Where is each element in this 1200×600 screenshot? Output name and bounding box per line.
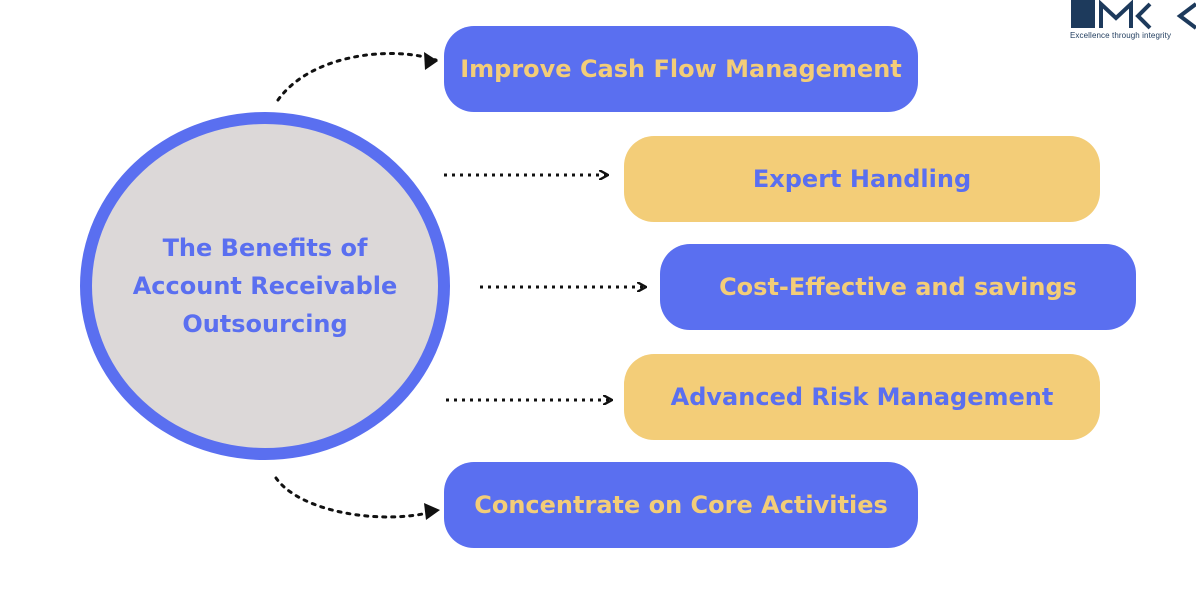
- benefit-cost-effective: Cost-Effective and savings: [660, 244, 1136, 330]
- benefit-label: Improve Cash Flow Management: [460, 55, 902, 83]
- benefit-label: Advanced Risk Management: [670, 383, 1054, 411]
- benefit-label: Expert Handling: [752, 165, 972, 193]
- benefit-label: Concentrate on Core Activities: [474, 491, 888, 519]
- benefit-risk-management: Advanced Risk Management: [624, 354, 1100, 440]
- benefit-label: Cost-Effective and savings: [719, 273, 1077, 301]
- hub-circle: The Benefits of Account Receivable Outso…: [80, 112, 450, 460]
- arrow-to-cash-flow: [276, 51, 438, 102]
- kmk-logo-mark: [1071, 0, 1196, 30]
- arrow-head-core-activities: [424, 503, 440, 520]
- arrow-to-core-activities: [274, 476, 434, 519]
- hub-title: The Benefits of Account Receivable Outso…: [132, 234, 398, 338]
- benefit-core-activities: Concentrate on Core Activities: [444, 462, 918, 548]
- arrow-head-cash-flow: [424, 52, 438, 70]
- kmk-logo: Excellence through integrity: [1068, 0, 1196, 46]
- logo-tagline: Excellence through integrity: [1070, 31, 1172, 40]
- benefit-expert-handling: Expert Handling: [624, 136, 1100, 222]
- benefit-cash-flow: Improve Cash Flow Management: [444, 26, 918, 112]
